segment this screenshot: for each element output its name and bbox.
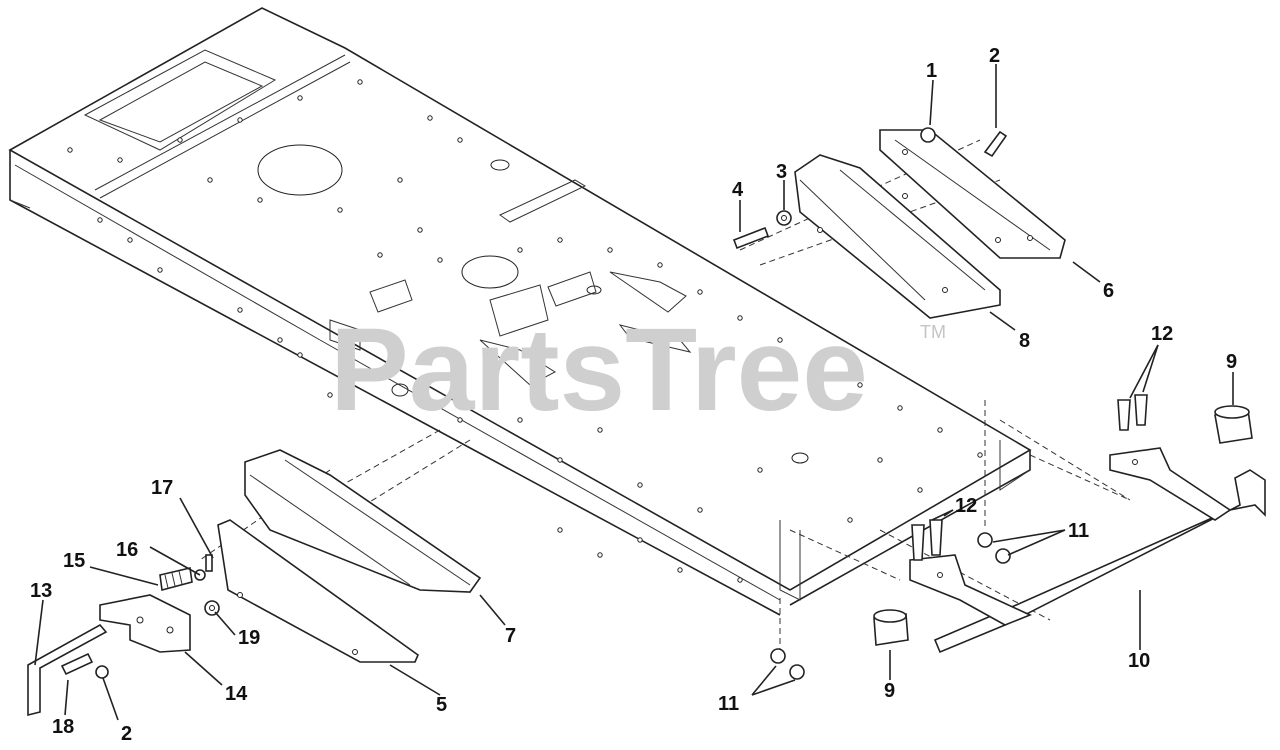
callout-2-rear: 2: [989, 45, 1000, 67]
callout-11-right: 11: [1068, 520, 1089, 542]
callout-18: 18: [52, 716, 74, 738]
part-8-panel: [794, 154, 1001, 319]
leader-lines: [34, 64, 1234, 721]
callouts: 1 2 3 4 6 8 12 9 12 11 10 9 11 7 5 17 16…: [30, 45, 1237, 745]
callout-17: 17: [151, 477, 173, 499]
callout-12-center: 12: [955, 495, 977, 517]
callout-8: 8: [1019, 330, 1030, 352]
part-13-rod: [27, 623, 108, 717]
front-hardware: [60, 554, 220, 679]
callout-4: 4: [732, 179, 744, 201]
callout-5: 5: [436, 694, 447, 716]
callout-1: 1: [926, 60, 937, 82]
trademark: TM: [920, 322, 946, 342]
callout-16: 16: [116, 539, 138, 561]
part-10-bumper: [909, 447, 1266, 654]
callout-2-front: 2: [121, 723, 132, 745]
callout-12-right: 12: [1151, 323, 1173, 345]
callout-19: 19: [238, 627, 260, 649]
callout-10: 10: [1128, 650, 1150, 672]
rear-hardware: [732, 127, 1008, 250]
watermark: PartsTree: [330, 304, 868, 436]
frame: [8, 7, 1032, 616]
callout-14: 14: [225, 683, 248, 705]
part-9-spacer: [873, 405, 1253, 646]
callout-9-right: 9: [1226, 351, 1237, 373]
part-5-panel: [217, 519, 419, 663]
callout-7: 7: [505, 625, 516, 647]
part-14-bracket: [99, 594, 191, 653]
callout-15: 15: [63, 550, 85, 572]
nuts-and-bolts: [770, 394, 1148, 680]
part-7-panel: [244, 449, 482, 593]
callout-3: 3: [776, 161, 787, 183]
callout-11-left: 11: [718, 693, 739, 715]
callout-6: 6: [1103, 280, 1114, 302]
callout-13: 13: [30, 580, 52, 602]
callout-9-center: 9: [884, 680, 895, 702]
